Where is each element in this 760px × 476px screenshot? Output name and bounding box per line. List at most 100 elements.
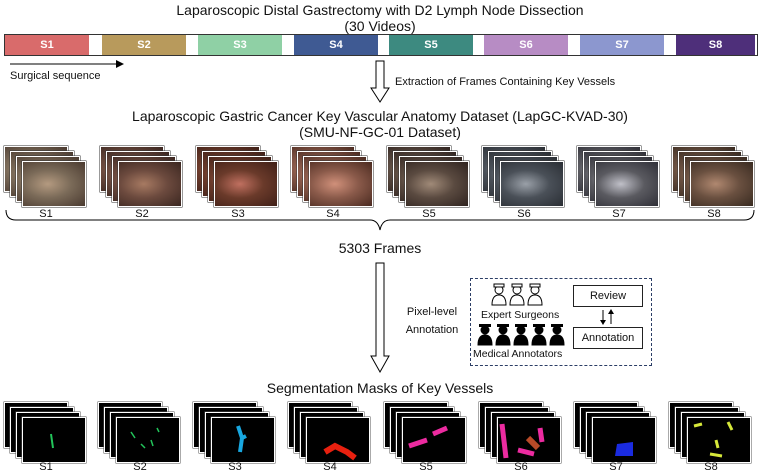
frame-stack-s3 <box>196 146 278 210</box>
person-body-icon <box>495 334 511 346</box>
mask-label: S5 <box>419 461 433 473</box>
surgical-frame-image <box>118 161 182 207</box>
mask-stack-s3 <box>193 402 275 466</box>
person-head-icon <box>516 325 526 335</box>
surgeon-icons <box>491 283 543 306</box>
frame-label: S5 <box>422 208 436 220</box>
phase-label: S4 <box>329 39 343 51</box>
person-head-icon <box>498 325 508 335</box>
phase-s6: S6 <box>484 35 568 55</box>
phase-s2: S2 <box>102 35 186 55</box>
mask-stack-s8 <box>669 402 751 466</box>
frame-stack-s1 <box>4 146 86 210</box>
surgeon-cap-icon <box>511 283 523 288</box>
segmentation-mask-image <box>306 417 370 463</box>
down-arrow-1 <box>370 60 390 103</box>
person-head-icon <box>480 325 490 335</box>
phase-label: S8 <box>708 39 723 51</box>
phase-s5: S5 <box>389 35 473 55</box>
down-arrow-2 <box>370 262 390 374</box>
annotator-icons <box>477 324 565 346</box>
frame-label: S1 <box>39 208 53 220</box>
segmentation-mask-image <box>592 417 656 463</box>
phase-s7: S7 <box>580 35 664 55</box>
grad-cap-icon <box>515 324 527 327</box>
segmentation-mask-image <box>402 417 466 463</box>
person-body-icon <box>549 334 565 346</box>
frame-stack-s7 <box>577 146 659 210</box>
phase-label: S5 <box>424 39 438 51</box>
mask-label: S8 <box>704 461 718 473</box>
phase-s3: S3 <box>198 35 282 55</box>
mask-label: S4 <box>323 461 337 473</box>
phase-s1: S1 <box>5 35 89 55</box>
grad-cap-icon <box>479 324 491 327</box>
mask-stack-s2 <box>98 402 180 466</box>
surgical-frame-image <box>405 161 469 207</box>
brace <box>5 209 755 231</box>
frame-label: S2 <box>135 208 149 220</box>
surgical-frame-image <box>690 161 754 207</box>
phase-label: S6 <box>519 39 533 51</box>
surgeon-cap-icon <box>529 283 541 288</box>
person-body-icon <box>531 334 547 346</box>
pixel-level-label: Pixel-level Annotation <box>397 306 467 336</box>
annotation-word: Annotation <box>405 324 459 336</box>
phase-s4: S4 <box>294 35 378 55</box>
main-subtitle: (30 Videos) <box>344 18 416 34</box>
frame-stack-s8 <box>672 146 754 210</box>
person-body-icon <box>477 334 493 346</box>
mask-stack-s4 <box>288 402 370 466</box>
mask-label: S2 <box>133 461 147 473</box>
extraction-label: Extraction of Frames Containing Key Vess… <box>395 76 616 88</box>
surgeon-cap-icon <box>493 283 505 288</box>
person-body-icon <box>513 334 529 346</box>
segmentation-mask-image <box>22 417 86 463</box>
dataset-title: Laparoscopic Gastric Cancer Key Vascular… <box>132 108 628 124</box>
phase-bar: S1 S2 S3 S4 S5 S6 S7 S8 <box>4 34 758 56</box>
frame-label: S7 <box>612 208 626 220</box>
mask-stack-s7 <box>574 402 656 466</box>
surgical-frame-image <box>595 161 659 207</box>
mask-stack-s5 <box>384 402 466 466</box>
surgical-frame-image <box>500 161 564 207</box>
person-body-icon <box>509 294 525 306</box>
surgical-frame-image <box>22 161 86 207</box>
segmentation-mask-image <box>116 417 180 463</box>
phase-label: S1 <box>40 39 54 51</box>
frame-stack-s4 <box>291 146 373 210</box>
phase-label: S3 <box>233 39 247 51</box>
person-head-icon <box>552 325 562 335</box>
annotation-box: Annotation <box>573 327 643 349</box>
expert-surgeons-label: Expert Surgeons <box>481 309 560 321</box>
frame-stack-s6 <box>482 146 564 210</box>
main-title: Laparoscopic Distal Gastrectomy with D2 … <box>176 2 584 18</box>
frame-stack-s5 <box>387 146 469 210</box>
segmentation-mask-image <box>687 417 751 463</box>
segmentation-mask-image <box>497 417 561 463</box>
mask-label: S7 <box>609 461 623 473</box>
review-box: Review <box>573 285 643 307</box>
frame-label: S6 <box>517 208 531 220</box>
person-body-icon <box>491 294 507 306</box>
mask-label: S6 <box>514 461 528 473</box>
review-annotation-arrows <box>600 309 614 325</box>
pixel-level-text: Pixel-level <box>406 306 458 318</box>
surgical-frame-image <box>214 161 278 207</box>
frame-label: S4 <box>326 208 340 220</box>
mask-stack-s1 <box>4 402 86 466</box>
person-head-icon <box>534 325 544 335</box>
grad-cap-icon <box>551 324 563 327</box>
frames-count: 5303 Frames <box>338 240 422 256</box>
segmentation-mask-image <box>211 417 275 463</box>
surgical-frame-image <box>309 161 373 207</box>
phase-label: S2 <box>137 39 151 51</box>
mask-label: S1 <box>39 461 53 473</box>
sequence-label: Surgical sequence <box>10 70 101 82</box>
masks-title: Segmentation Masks of Key Vessels <box>266 380 494 396</box>
mask-stack-s6 <box>479 402 561 466</box>
medical-annotators-label: Medical Annotators <box>473 348 563 360</box>
phase-s8: S8 <box>676 35 755 55</box>
mask-label: S3 <box>228 461 242 473</box>
phase-label: S7 <box>615 39 629 51</box>
